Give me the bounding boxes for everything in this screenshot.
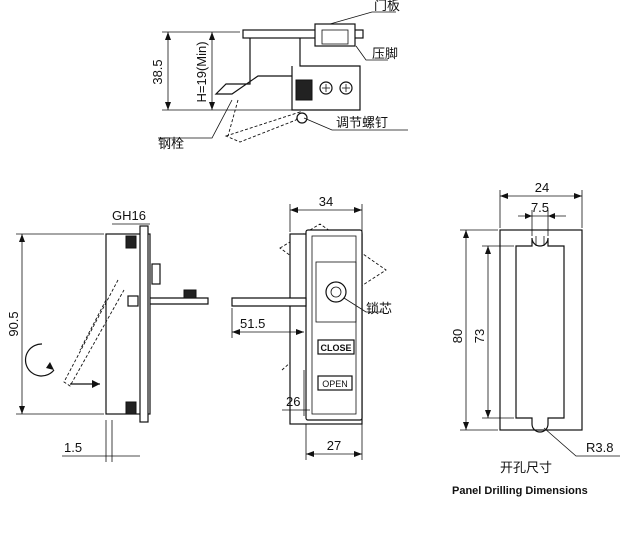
dim-inner-73: 73 <box>472 329 487 343</box>
dim-height-38-5: 38.5 <box>150 59 165 84</box>
side-handle-swing-dashed <box>63 279 125 387</box>
press-foot-block <box>314 23 356 47</box>
cutout-panel <box>499 229 583 431</box>
front-handle-inner <box>311 235 357 415</box>
front-bolt-arm <box>231 297 307 307</box>
dim-slot-7-5: 7.5 <box>531 200 549 215</box>
open-label-box <box>317 375 353 391</box>
side-panel-edge <box>139 225 149 423</box>
dim-base-27: 27 <box>327 438 341 453</box>
side-view: GH16 90.5 1.5 <box>6 208 209 462</box>
front-view: CLOSE OPEN 34 51.5 26 27 锁芯 <box>231 194 392 460</box>
side-bolt-arm <box>150 297 209 305</box>
callout-door-panel: 门板 <box>374 0 400 13</box>
close-label: CLOSE <box>320 343 351 353</box>
bolt-arm-swing-dashed <box>224 111 301 143</box>
front-lock-plate <box>315 261 357 323</box>
front-handle <box>305 229 363 421</box>
dim-radius-r3-8: R3.8 <box>586 440 613 455</box>
screw-cross <box>322 84 350 92</box>
dim-h-min: H=19(Min) <box>194 41 209 102</box>
lock-core-icon <box>325 281 347 303</box>
side-bottom-cap <box>125 401 137 415</box>
side-bolt-nut <box>183 289 197 299</box>
door-panel-plate <box>242 29 364 39</box>
dim-width-34: 34 <box>319 194 333 209</box>
callout-adjust-screw: 调节螺钉 <box>336 115 388 130</box>
callout-press-foot: 压脚 <box>372 46 398 61</box>
close-label-box <box>317 339 355 355</box>
rotate-arrow-icon <box>24 343 55 377</box>
dim-arm-51-5: 51.5 <box>240 316 265 331</box>
press-foot-inner <box>321 29 349 45</box>
side-hinge <box>151 263 161 285</box>
bolt-swing-line <box>227 99 239 137</box>
dim-height-90-5: 90.5 <box>6 311 21 336</box>
open-label: OPEN <box>322 379 348 389</box>
callout-lock-core: 锁芯 <box>366 301 392 316</box>
dim-inner-26: 26 <box>286 394 300 409</box>
dim-width-24: 24 <box>535 180 549 195</box>
bolt-arm <box>214 38 292 95</box>
dim-height-80: 80 <box>450 329 465 343</box>
cutout-profile <box>515 237 565 433</box>
dim-offset-1-5: 1.5 <box>64 440 82 455</box>
adjust-screw-icon <box>296 112 308 124</box>
top-view: 38.5 H=19(Min) 门板 压脚 调节螺钉 钢栓 <box>150 0 408 151</box>
cutout-title-cn: 开孔尺寸 <box>500 460 552 475</box>
latch-body-outline <box>291 38 361 111</box>
push-arrow-icon <box>92 380 100 388</box>
callout-steel-bolt: 钢栓 <box>158 136 184 151</box>
side-top-cap <box>125 235 137 249</box>
cutout-title-en: Panel Drilling Dimensions <box>452 485 588 497</box>
dim-gh16: GH16 <box>112 208 146 223</box>
panel-cutout-view: 24 7.5 80 73 R3.8 开孔尺寸 Panel Drilling Di… <box>450 180 620 497</box>
side-pivot <box>127 295 139 307</box>
adjust-screw-body <box>295 79 313 101</box>
